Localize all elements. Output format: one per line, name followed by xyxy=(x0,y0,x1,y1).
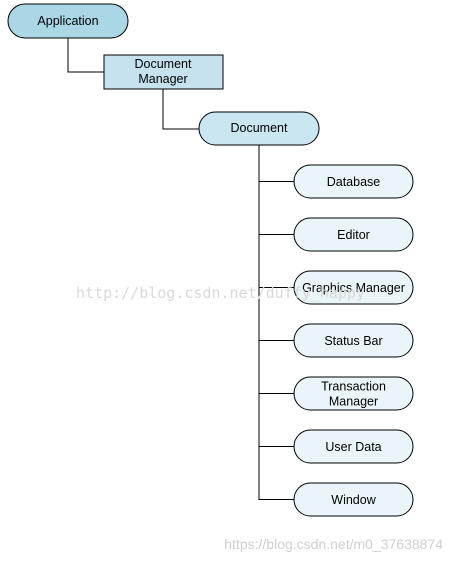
database-label: Database xyxy=(327,175,381,189)
transaction-manager-node xyxy=(293,376,414,411)
graphics-manager-label: Graphics Manager xyxy=(302,281,405,295)
watermark-center: http://blog.csdn.net/duffy_happy xyxy=(76,284,365,302)
watermark-bottom: https://blog.csdn.net/m0_37638874 xyxy=(224,536,443,552)
window-label: Window xyxy=(331,493,376,507)
document-manager-label-line1: Document xyxy=(135,57,192,71)
editor-node xyxy=(293,217,414,252)
document-node xyxy=(198,111,320,146)
connector-application-manager xyxy=(67,38,104,73)
window-node xyxy=(293,482,414,517)
editor-label: Editor xyxy=(337,228,370,242)
status-bar-label: Status Bar xyxy=(324,334,382,348)
transaction-manager-label-line2: Manager xyxy=(329,395,378,409)
application-label: Application xyxy=(37,14,98,28)
user-data-label: User Data xyxy=(325,440,381,454)
connector-manager-document xyxy=(162,89,199,130)
document-label: Document xyxy=(231,121,288,135)
document-manager-label-line2: Manager xyxy=(138,72,187,86)
database-node xyxy=(293,164,414,199)
application-node xyxy=(7,3,129,39)
transaction-manager-label-line1: Transaction xyxy=(321,380,386,394)
document-manager-node xyxy=(103,54,224,90)
graphics-manager-node xyxy=(293,270,414,305)
status-bar-node xyxy=(293,323,414,358)
user-data-node xyxy=(293,429,414,464)
connectors xyxy=(67,38,294,500)
